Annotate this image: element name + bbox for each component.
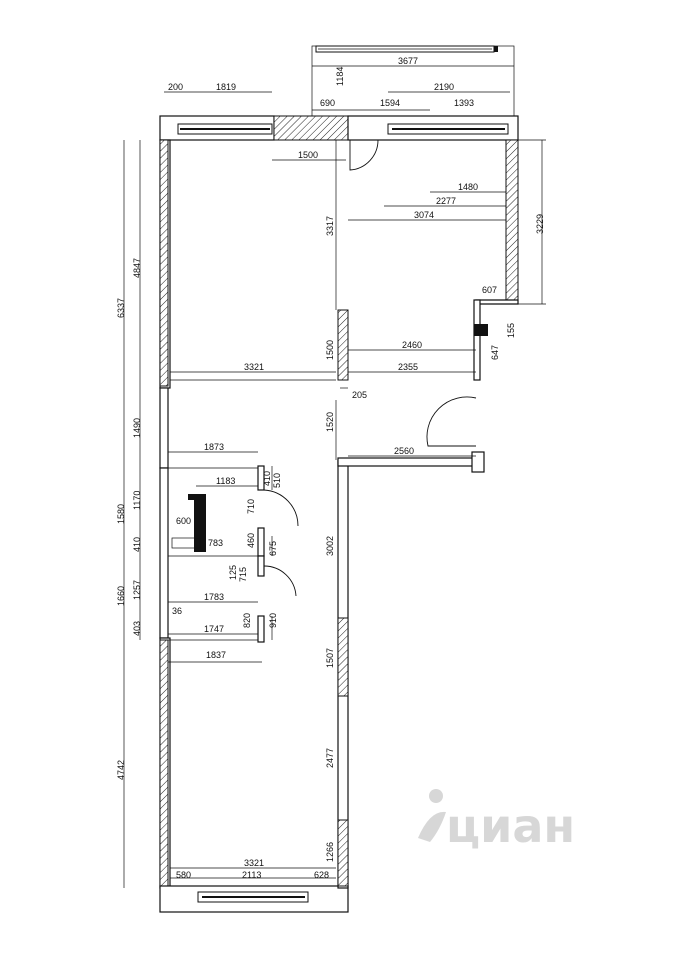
dim-label: 3229 (535, 214, 545, 234)
dim-label: 3317 (325, 216, 335, 236)
dim-label: 647 (490, 345, 500, 360)
dim-label: 607 (482, 285, 497, 295)
dim-label: 628 (314, 870, 329, 880)
dim-label: 2460 (402, 340, 422, 350)
dim-label: 155 (506, 323, 516, 338)
dim-label: 3321 (244, 858, 264, 868)
dimension-lines (123, 65, 546, 888)
dim-label: 403 (132, 621, 142, 636)
outer-walls (159, 115, 519, 913)
dimension-labels: 3677 1184 200 1819 690 1594 2190 1393 15… (116, 56, 545, 880)
dim-label: 710 (246, 499, 256, 514)
dim-label: 4847 (132, 258, 142, 278)
dim-label: 783 (208, 538, 223, 548)
dim-label: 2560 (394, 446, 414, 456)
interior-walls (168, 140, 485, 643)
dim-label: 1480 (458, 182, 478, 192)
dim-label: 715 (238, 567, 248, 582)
dim-label: 200 (168, 82, 183, 92)
dim-label: 1266 (325, 842, 335, 862)
dim-label: 1490 (132, 418, 142, 438)
dim-label: 6337 (116, 298, 126, 318)
watermark-text: циан (446, 799, 575, 853)
doors (263, 139, 477, 597)
dim-label: 1184 (335, 67, 345, 86)
dim-label: 580 (176, 870, 191, 880)
dim-label: 410 (262, 471, 272, 486)
dim-label: 125 (228, 565, 238, 580)
dim-label: 600 (176, 516, 191, 526)
watermark: циан (418, 789, 575, 853)
dim-label: 690 (320, 98, 335, 108)
dim-label: 1507 (325, 648, 335, 668)
dim-label: 1393 (454, 98, 474, 108)
dim-label: 2190 (434, 82, 454, 92)
dim-label: 36 (172, 606, 182, 616)
dim-label: 460 (246, 533, 256, 548)
dim-label: 205 (352, 390, 367, 400)
dim-label: 1660 (116, 586, 126, 606)
dim-label: 1520 (325, 412, 335, 432)
dim-label: 1183 (216, 476, 235, 486)
dim-label: 1170 (132, 491, 142, 510)
dim-label: 2477 (325, 748, 335, 768)
dim-label: 1500 (298, 150, 318, 160)
dim-label: 410 (132, 537, 142, 552)
dim-label: 675 (268, 541, 278, 556)
dim-label: 3002 (325, 536, 335, 556)
dim-label: 2355 (398, 362, 418, 372)
dim-label: 820 (242, 613, 252, 628)
dim-label: 1594 (380, 98, 400, 108)
dim-label: 3074 (414, 210, 434, 220)
dim-label: 910 (268, 613, 278, 628)
dim-label: 3677 (398, 56, 418, 66)
dim-label: 510 (272, 473, 282, 488)
dim-label: 1500 (325, 340, 335, 360)
dim-label: 4742 (116, 760, 126, 780)
dim-label: 1257 (132, 580, 142, 600)
dim-label: 1873 (204, 442, 224, 452)
dim-label: 3321 (244, 362, 264, 372)
dim-label: 2277 (436, 196, 456, 206)
dim-label: 1580 (116, 504, 126, 524)
dim-label: 1783 (204, 592, 224, 602)
dim-label: 1747 (204, 624, 224, 634)
dim-label: 1819 (216, 82, 236, 92)
dim-label: 2113 (242, 870, 261, 880)
dim-label: 1837 (206, 650, 226, 660)
